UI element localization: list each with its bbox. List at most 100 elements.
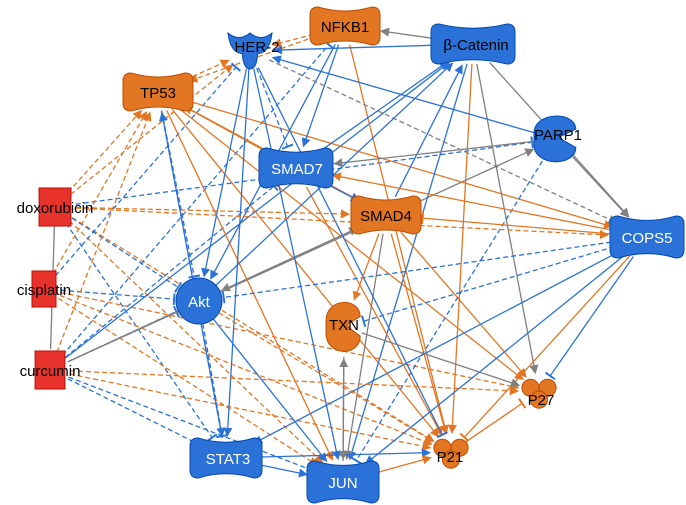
edge-her2-to-jun <box>253 68 341 461</box>
edge-ctnnb1-to-nfkb1 <box>379 27 433 39</box>
node-jun[interactable]: JUN <box>306 460 380 504</box>
edge-curcumin-to-p27 <box>69 370 519 396</box>
node-label: STAT3 <box>206 451 250 468</box>
edge-curcumin-to-tp53 <box>56 111 152 353</box>
node-smad7[interactable]: SMAD7 <box>258 147 334 189</box>
node-shape-bone <box>430 23 516 65</box>
edge-smad4-to-akt <box>220 226 360 292</box>
edge-nfkb1-to-her2 <box>272 33 314 48</box>
node-p27[interactable]: P27 <box>521 378 557 409</box>
node-shape-receptor <box>227 31 273 70</box>
node-shape-drug <box>38 187 72 227</box>
edge-layer <box>49 27 634 478</box>
edge-cops5-to-smad7 <box>331 172 613 231</box>
edge-p21-to-p27 <box>465 398 527 443</box>
node-label: COPS5 <box>622 230 673 247</box>
edge-cops5-to-akt <box>221 241 612 304</box>
edge-curcumin-to-nfkb1 <box>62 40 334 356</box>
node-stat3[interactable]: STAT3 <box>189 437 263 479</box>
node-shape-bone <box>609 215 685 259</box>
edge-cops5-to-txn <box>360 246 615 328</box>
edge-doxorubicin-to-stat3 <box>65 222 218 442</box>
node-ctnnb1[interactable]: β-Catenin <box>430 23 516 65</box>
node-shape-drug <box>31 270 57 308</box>
edge-her2-to-p21 <box>257 67 448 439</box>
edge-akt-to-stat3 <box>202 323 226 437</box>
edge-cops5-to-stat3 <box>253 250 621 444</box>
node-p21[interactable]: P21 <box>433 438 469 469</box>
node-akt[interactable]: Akt <box>175 277 223 325</box>
node-tp53[interactable]: TP53 <box>122 72 194 112</box>
node-doxorubicin[interactable]: doxorubicin <box>17 187 94 227</box>
node-her2[interactable]: HER-2 <box>227 31 280 70</box>
edge-akt-to-jun <box>212 318 328 463</box>
node-nfkb1[interactable]: NFKB1 <box>309 6 381 46</box>
node-label: doxorubicin <box>17 200 94 217</box>
edge-cops5-to-smad4 <box>421 212 611 235</box>
edge-doxorubicin-to-cops5 <box>75 207 610 240</box>
node-shape-trio <box>433 438 469 469</box>
node-shape-enzyme <box>533 115 577 163</box>
edge-akt-to-p21 <box>218 312 435 443</box>
edge-jun-to-p21 <box>375 455 432 474</box>
edge-cisplatin-to-p21 <box>59 294 433 446</box>
node-parp1[interactable]: PARP1 <box>533 115 582 163</box>
edge-smad4-to-p21 <box>390 233 449 435</box>
node-curcumin[interactable]: curcumin <box>20 350 81 390</box>
node-shape-bone <box>306 460 380 504</box>
node-cops5[interactable]: COPS5 <box>609 215 685 259</box>
edge-cops5-to-p27 <box>544 256 634 381</box>
edge-nfkb1-to-smad7 <box>301 44 340 148</box>
edge-smad4-to-ctnnb1 <box>394 64 463 197</box>
edge-tp53-to-p21 <box>171 108 440 438</box>
edge-cisplatin-to-p27 <box>60 291 520 391</box>
edge-curcumin-to-ctnnb1 <box>65 61 451 359</box>
edge-smad4-to-p27 <box>400 231 527 378</box>
node-label: cisplatin <box>17 282 71 299</box>
edge-curcumin-to-stat3 <box>67 378 201 450</box>
node-shape-circle <box>175 277 223 325</box>
edge-smad4-to-jun <box>343 233 384 460</box>
node-txn[interactable]: TXN <box>325 301 361 352</box>
edge-stat3-to-jun <box>259 464 308 478</box>
node-label: SMAD4 <box>360 208 412 225</box>
edge-doxorubicin-to-parp1 <box>75 136 534 205</box>
node-smad4[interactable]: SMAD4 <box>350 195 422 235</box>
edge-parp1-to-smad7 <box>333 140 535 168</box>
edge-tp53-to-jun <box>166 110 334 461</box>
node-label: TXN <box>329 317 359 334</box>
edge-ctnnb1-to-her2 <box>273 44 432 55</box>
edge-cops5-to-p21 <box>459 255 631 442</box>
edge-smad7-to-p21 <box>305 186 443 436</box>
edge-txn-to-p27 <box>361 332 521 388</box>
edge-doxorubicin-to-p21 <box>71 217 435 442</box>
edge-ctnnb1-to-p21 <box>447 63 473 434</box>
edge-doxorubicin-to-akt <box>71 217 183 293</box>
edge-stat3-to-tp53 <box>158 112 223 439</box>
edge-parp1-to-cops5 <box>572 156 630 218</box>
node-shape-bone <box>350 195 422 235</box>
edge-akt-to-ctnnb1 <box>215 62 454 286</box>
edge-cops5-to-jun <box>364 253 627 465</box>
edge-txn-to-jun <box>338 356 348 460</box>
node-label: HER-2 <box>234 39 279 56</box>
edge-cisplatin-to-jun <box>58 297 318 466</box>
edge-ctnnb1-to-jun <box>347 63 468 461</box>
edge-curcumin-to-smad7 <box>64 180 279 359</box>
node-label: β-Catenin <box>443 37 508 54</box>
node-shape-bone <box>258 147 334 189</box>
edge-cisplatin-to-her2 <box>55 62 242 277</box>
node-label: JUN <box>328 475 357 492</box>
node-shape-enzyme <box>325 301 361 352</box>
node-shape-drug <box>34 350 66 390</box>
node-shape-bone <box>189 437 263 479</box>
edge-her2-to-smad7 <box>256 67 294 150</box>
node-label: Akt <box>188 294 211 311</box>
edge-cisplatin-to-tp53 <box>52 111 148 275</box>
node-label: TP53 <box>140 85 176 102</box>
node-cisplatin[interactable]: cisplatin <box>17 270 71 308</box>
edge-doxorubicin-to-jun <box>68 220 324 464</box>
node-label: P21 <box>437 449 464 466</box>
